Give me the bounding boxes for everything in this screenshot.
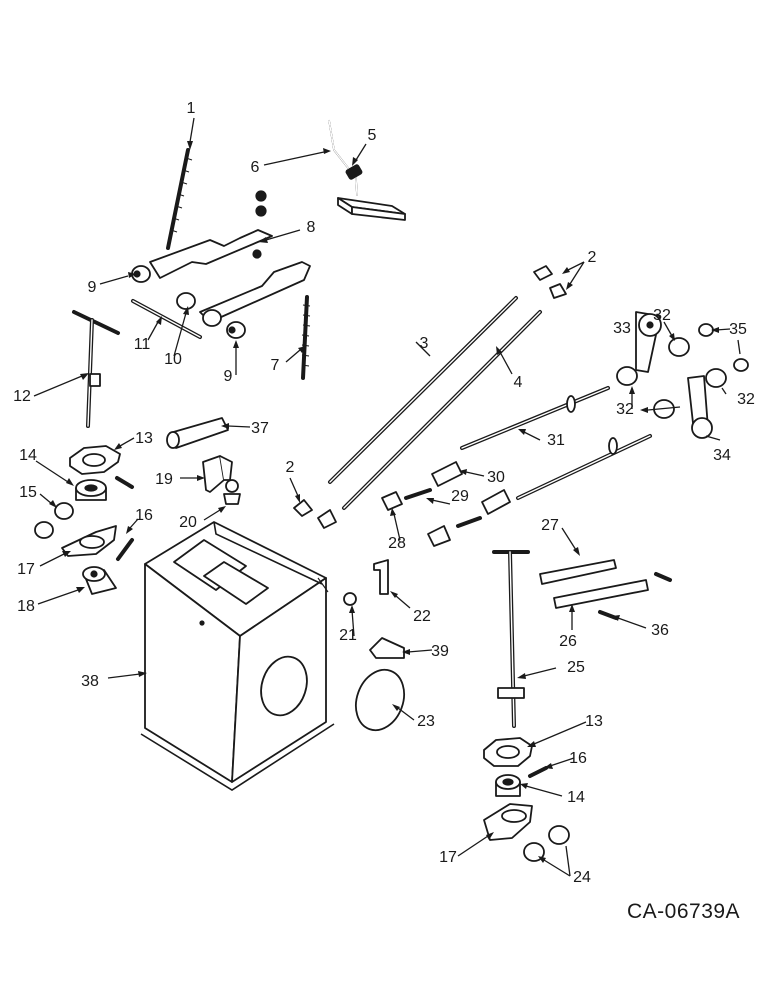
part-19-bracket: [202, 455, 233, 493]
part-39-angle-clip: [369, 637, 405, 659]
part-32-bushing-c: [705, 368, 727, 388]
part-26-strap: [553, 579, 649, 609]
part-6-pedal-lever: [328, 119, 406, 221]
callout-16-right: 16: [569, 750, 587, 767]
part-16-pin-left: [115, 476, 134, 561]
part-27-strap: [539, 559, 617, 585]
part-38-housing: [140, 521, 335, 791]
part-34-lever: [687, 375, 713, 439]
callout-25: 25: [567, 659, 585, 676]
callout-4: 4: [514, 374, 523, 391]
callout-10: 10: [164, 351, 182, 368]
callout-24: 24: [573, 869, 591, 886]
callout-2-upper: 2: [588, 249, 597, 266]
callout-19: 19: [155, 471, 173, 488]
callout-32-right: 32: [737, 391, 755, 408]
part-14-collar-right: [495, 774, 521, 797]
callout-3: 3: [420, 335, 429, 352]
part-22-bracket: [373, 559, 389, 595]
callout-31: 31: [547, 432, 565, 449]
callout-33: 33: [613, 320, 631, 337]
part-33-lever: [635, 311, 662, 373]
part-9-bushing-right: [226, 321, 246, 339]
callout-12: 12: [13, 388, 31, 405]
callout-17-right: 17: [439, 849, 457, 866]
callout-6: 6: [251, 159, 260, 176]
part-15-bushing: [34, 502, 74, 539]
callout-5: 5: [368, 127, 377, 144]
callout-38: 38: [81, 673, 99, 690]
callout-1: 1: [187, 100, 196, 117]
part-8-bracket-assembly: [149, 190, 311, 323]
part-17-bracket-left: [61, 525, 117, 557]
callout-labels: 1 5 6 8 9 9 10 11 7 12 13 14 15 16 17 18…: [13, 100, 755, 886]
part-25-t-shaft: [492, 550, 530, 728]
leader-lines: [33, 117, 741, 877]
part-30-tube: [431, 461, 511, 515]
callout-20: 20: [179, 514, 197, 531]
part-21-nut: [343, 592, 357, 606]
part-12-t-shaft: [72, 310, 120, 428]
callout-37: 37: [251, 420, 269, 437]
part-14-collar-left: [75, 479, 107, 501]
part-5-spring: [345, 164, 363, 180]
part-4-rod: [342, 310, 542, 510]
part-11-pin: [131, 299, 202, 339]
part-37-sleeve: [166, 417, 229, 449]
callout-17-left: 17: [17, 561, 35, 578]
part-20-ball-stud: [223, 479, 241, 505]
callout-18: 18: [17, 598, 35, 615]
callout-9-right: 9: [224, 368, 233, 385]
callout-11: 11: [134, 336, 151, 353]
callout-32-left: 32: [616, 401, 634, 418]
part-7-spring: [301, 295, 311, 380]
callout-34: 34: [713, 447, 731, 464]
part-31-rods: [460, 386, 652, 500]
drawing-code: CA-06739A: [627, 900, 740, 923]
part-3-rod: [328, 296, 518, 484]
callout-39: 39: [431, 643, 449, 660]
part-32-bushing-a: [616, 337, 690, 386]
callout-22: 22: [413, 608, 431, 625]
callout-13-right: 13: [585, 713, 603, 730]
callout-7: 7: [271, 357, 280, 374]
part-13-flange-left: [69, 445, 121, 475]
part-18-arm: [82, 566, 117, 595]
part-16-pin-right: [528, 766, 548, 778]
callout-21: 21: [339, 627, 357, 644]
callout-16-left: 16: [135, 507, 153, 524]
part-23-cover-plate: [355, 668, 405, 732]
part-2-clevis-lower: [293, 499, 337, 529]
callout-2-lower: 2: [286, 459, 295, 476]
callout-23: 23: [417, 713, 435, 730]
callout-26: 26: [559, 633, 577, 650]
callout-15: 15: [19, 484, 37, 501]
callout-28: 28: [388, 535, 406, 552]
part-13-flange-right: [483, 737, 533, 767]
part-2-clevis-upper: [533, 265, 567, 299]
callout-32-top: 32: [653, 307, 671, 324]
part-17-bracket-right: [483, 803, 533, 841]
part-28-rod-end: [381, 491, 451, 547]
part-10-bushing: [176, 292, 222, 327]
part-35-washer: [698, 323, 749, 372]
callout-14-left: 14: [19, 447, 37, 464]
callout-35: 35: [729, 321, 747, 338]
part-24-bushing: [523, 825, 570, 862]
callout-27: 27: [541, 517, 559, 534]
callout-29: 29: [451, 488, 469, 505]
callout-36: 36: [651, 622, 669, 639]
callout-30: 30: [487, 469, 505, 486]
part-1-spring-rod: [166, 148, 193, 250]
callout-9-left: 9: [88, 279, 97, 296]
part-29-pin: [404, 488, 482, 528]
callout-14-right: 14: [567, 789, 585, 806]
callout-13-left: 13: [135, 430, 153, 447]
callout-8: 8: [307, 219, 316, 236]
